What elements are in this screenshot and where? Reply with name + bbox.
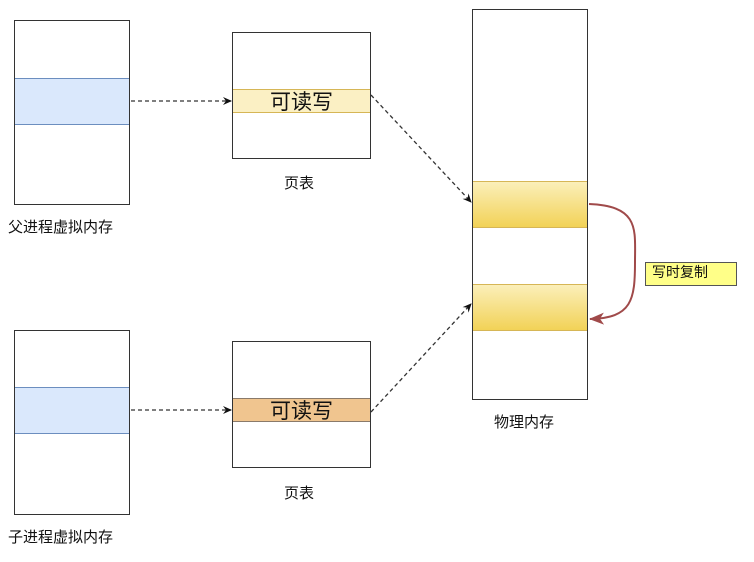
child-virtual-page — [15, 387, 129, 434]
child-page-table-entry: 可读写 — [233, 398, 370, 423]
physical-page-copy — [473, 284, 587, 331]
child-virtual-memory-label: 子进程虚拟内存 — [8, 528, 114, 546]
copy-on-write-label: 写时复制 — [645, 262, 737, 286]
child-page-table-label: 页表 — [284, 484, 315, 502]
parent-virtual-memory-label: 父进程虚拟内存 — [8, 218, 114, 236]
parent-virtual-memory — [14, 20, 130, 205]
physical-memory — [472, 9, 588, 400]
parent-page-table-entry: 可读写 — [233, 89, 370, 114]
child-pte-to-physical-arrow — [370, 303, 472, 413]
parent-page-table: 可读写 — [232, 32, 371, 159]
parent-pte-to-physical-arrow — [370, 94, 472, 203]
child-virtual-memory — [14, 330, 130, 515]
child-page-table: 可读写 — [232, 341, 371, 468]
copy-on-write-arrow — [588, 203, 637, 325]
parent-page-table-label: 页表 — [284, 174, 315, 192]
physical-page-original — [473, 181, 587, 228]
parent-virtual-page — [15, 78, 129, 125]
physical-memory-label: 物理内存 — [494, 413, 555, 431]
